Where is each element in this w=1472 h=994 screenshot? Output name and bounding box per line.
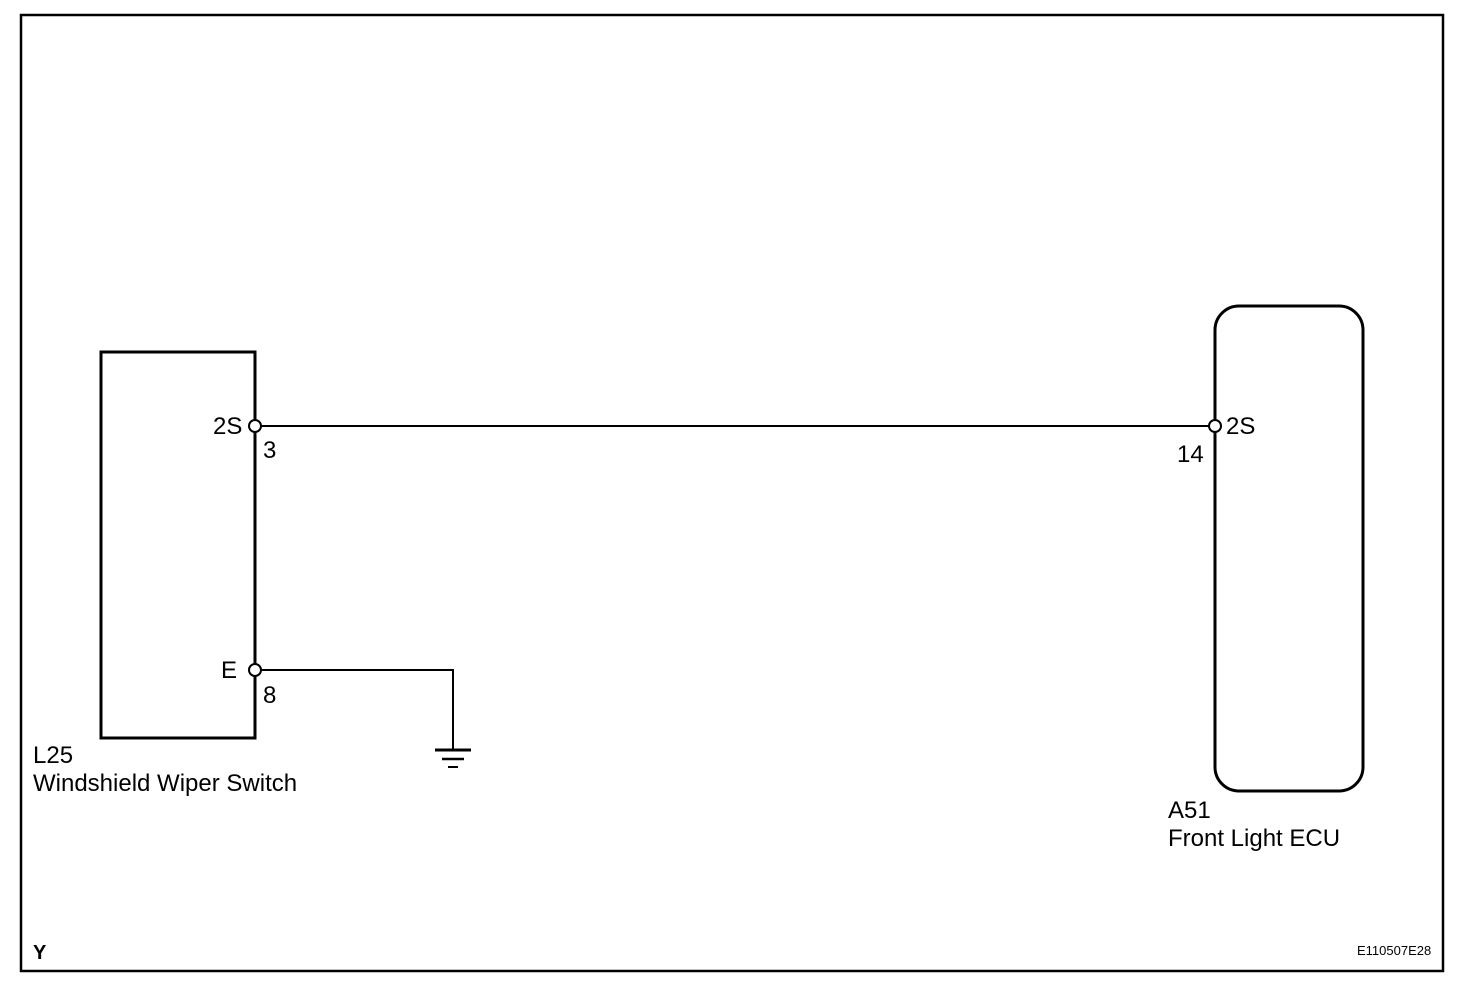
ground-symbol-icon [435, 748, 471, 768]
l25-code-label: L25 [33, 742, 74, 769]
front-light-ecu-box [1213, 304, 1365, 793]
pin-signal-2s-left: 2S [213, 413, 243, 440]
terminal-a51-14 [1208, 419, 1222, 433]
terminal-l25-8 [248, 663, 262, 677]
pin-signal-e: E [221, 657, 238, 684]
wire-ground [261, 669, 454, 749]
terminal-l25-3 [248, 419, 262, 433]
wire-color-code: Y [33, 942, 47, 964]
figure-id: E110507E28 [1357, 943, 1432, 958]
pin-signal-2s-right: 2S [1226, 413, 1256, 440]
a51-name-label: Front Light ECU [1168, 825, 1341, 852]
pin-number-3: 3 [263, 437, 277, 464]
l25-name-label: Windshield Wiper Switch [33, 770, 298, 797]
pin-number-8: 8 [263, 682, 277, 709]
a51-code-label: A51 [1168, 797, 1211, 824]
diagram-frame [19, 13, 1445, 973]
windshield-wiper-switch-box [99, 350, 257, 740]
pin-number-14: 14 [1177, 441, 1204, 468]
